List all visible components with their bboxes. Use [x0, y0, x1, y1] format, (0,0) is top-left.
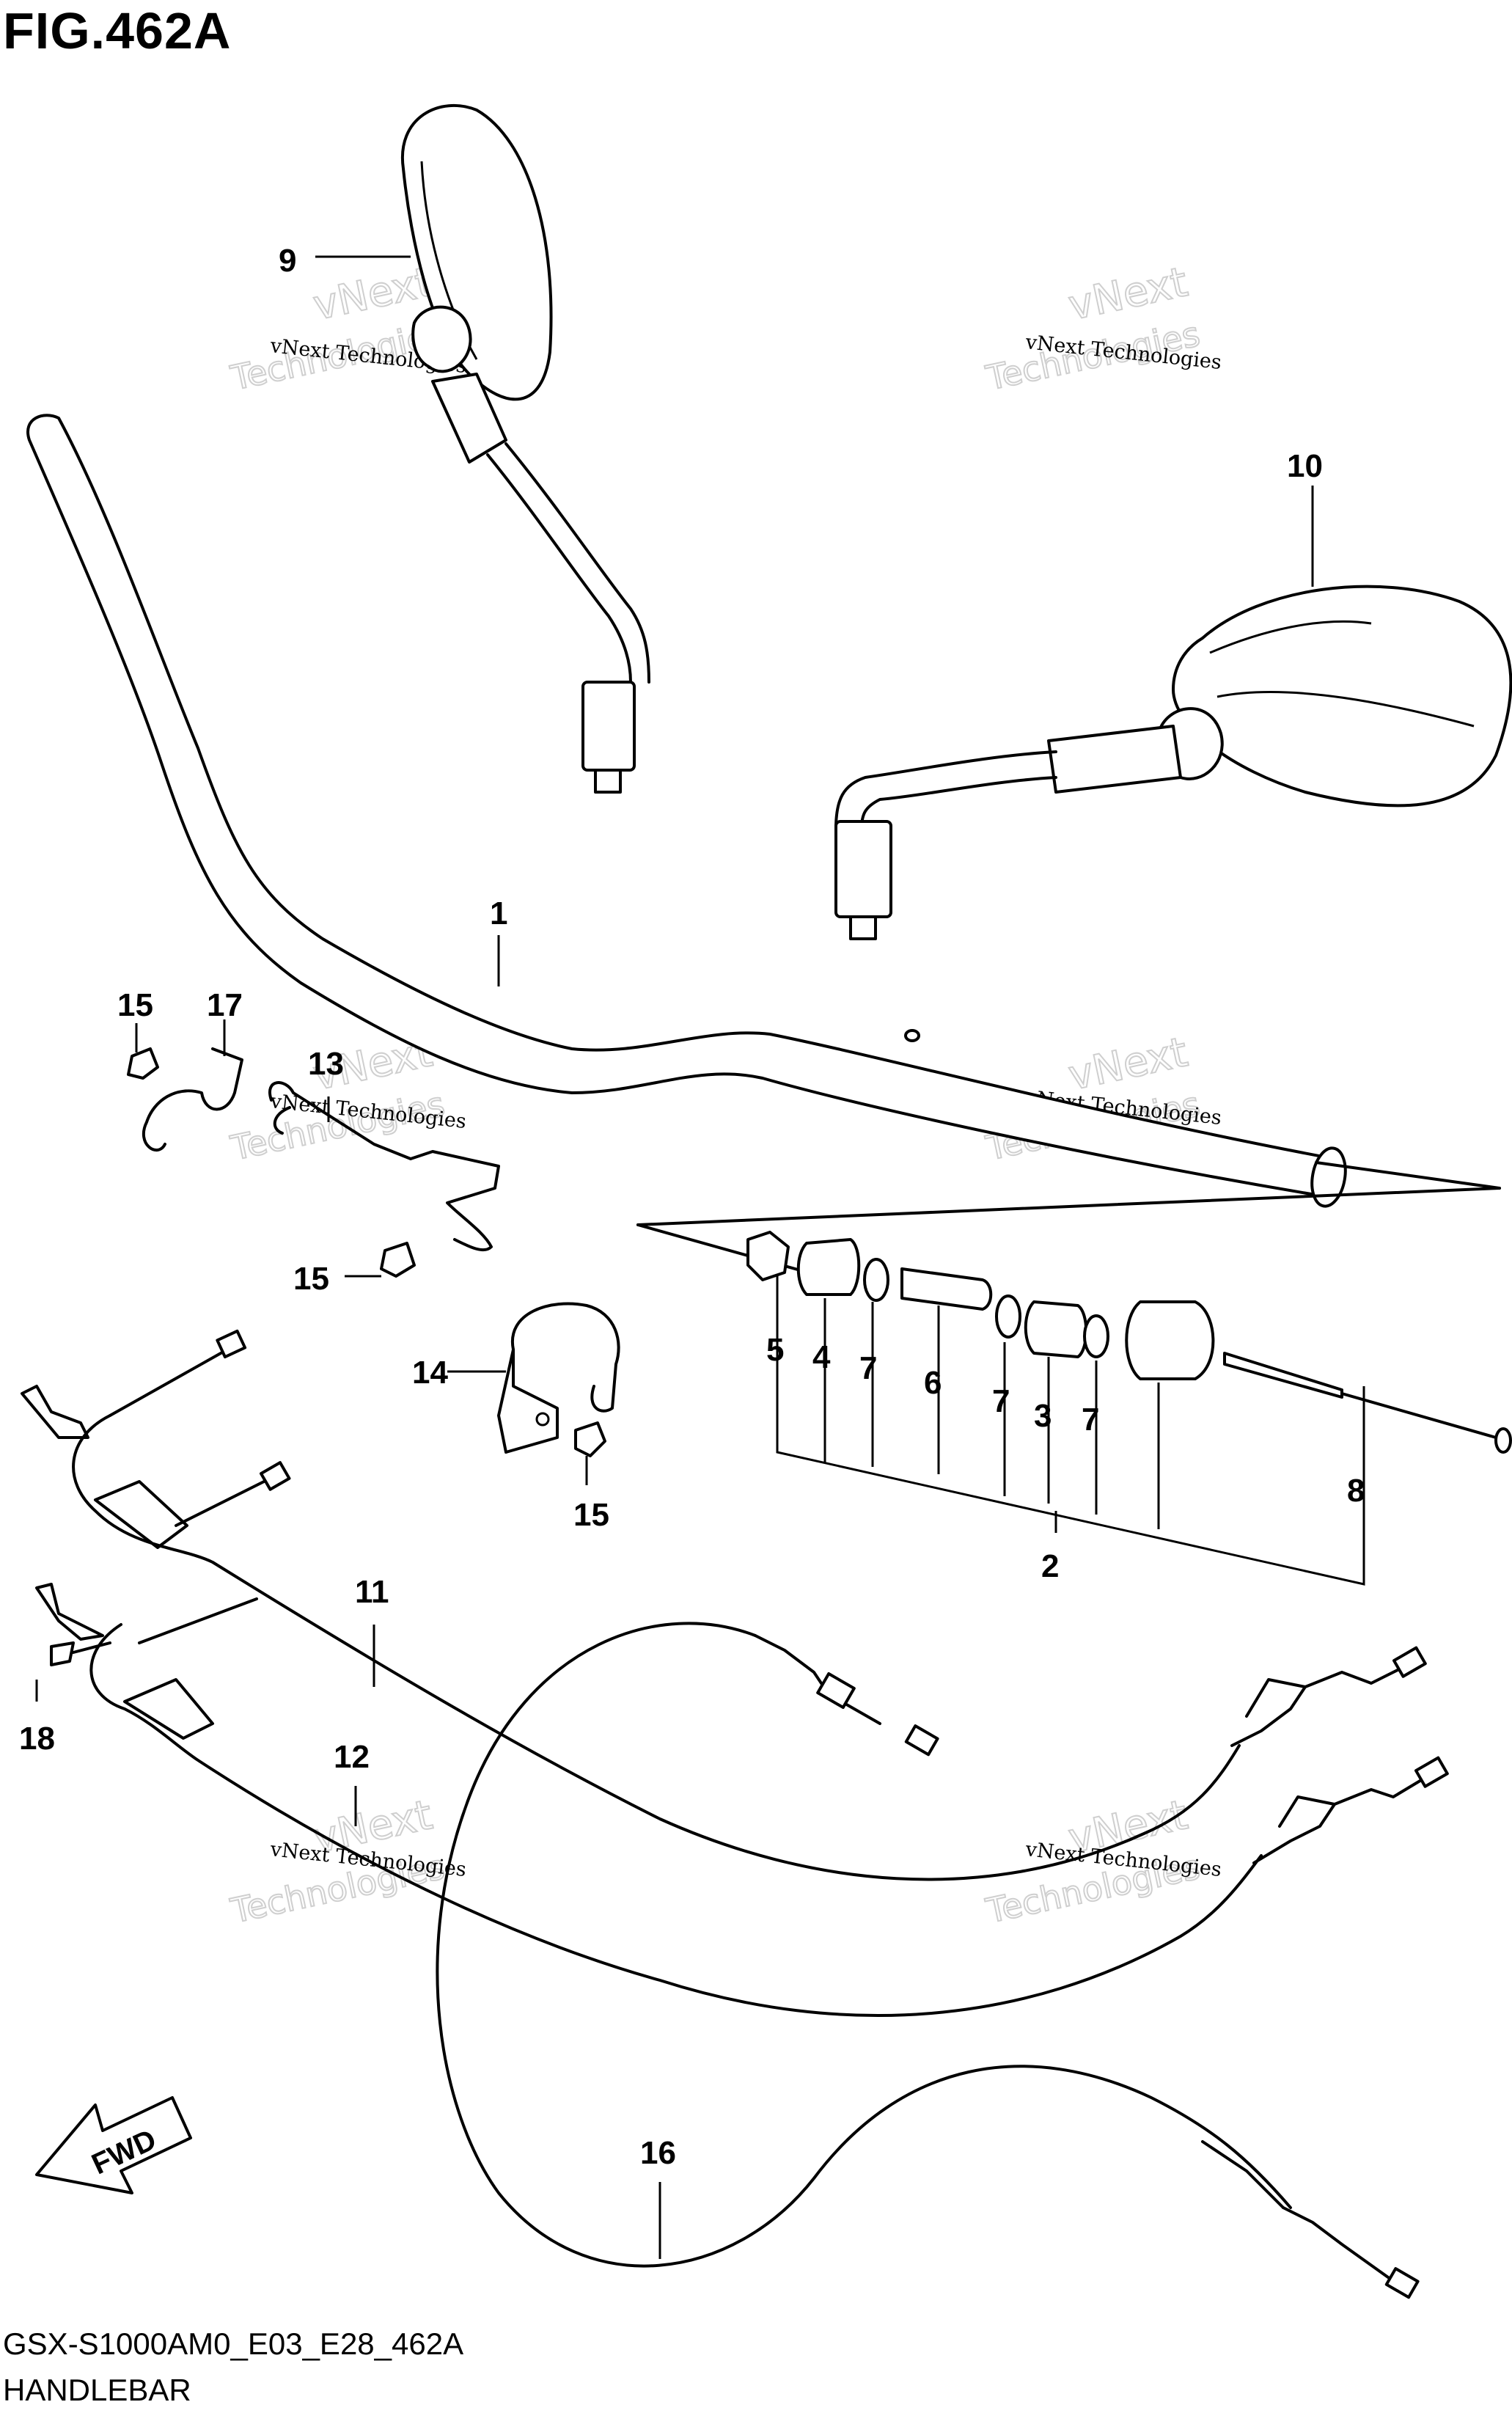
mirror-left-part	[400, 103, 650, 794]
figure-name: HANDLEBAR	[3, 2373, 191, 2407]
watermark-group: vNext Technologies vNext Technologies vN…	[227, 257, 1223, 1931]
callout-7c: 7	[1082, 1402, 1099, 1438]
callout-5: 5	[766, 1332, 784, 1368]
callout-1: 1	[490, 896, 507, 931]
leader-lines	[35, 255, 1314, 2259]
callout-11: 11	[355, 1574, 389, 1610]
mirror-right-part	[834, 585, 1512, 940]
figure-code: GSX-S1000AM0_E03_E28_462A	[3, 2326, 464, 2361]
callout-3: 3	[1034, 1398, 1052, 1434]
callouts: 9 10 1 15 17 13 15 14 15 5 4 7 6 7 3 7 8…	[19, 243, 1365, 2171]
callout-7a: 7	[859, 1350, 877, 1386]
callout-15-mid: 15	[293, 1261, 329, 1297]
figure-title: FIG.462A	[3, 2, 232, 59]
callout-10: 10	[1287, 448, 1323, 484]
fwd-badge: FWD	[35, 2096, 192, 2194]
cables	[21, 1329, 1449, 2299]
callout-6: 6	[924, 1365, 942, 1401]
callout-13: 13	[308, 1046, 344, 1082]
callout-15-top: 15	[117, 987, 153, 1023]
callout-16: 16	[640, 2135, 676, 2171]
callout-17: 17	[207, 987, 243, 1023]
clamps-and-bolts	[50, 1047, 620, 1666]
callout-14: 14	[412, 1355, 448, 1391]
callout-12: 12	[334, 1739, 370, 1775]
balancer-parts	[636, 1161, 1512, 1586]
callout-7b: 7	[992, 1383, 1010, 1419]
callout-4: 4	[812, 1339, 831, 1375]
callout-2: 2	[1041, 1548, 1059, 1584]
callout-8: 8	[1347, 1473, 1365, 1509]
watermark-2: vNext Technologies	[982, 257, 1204, 398]
handlebar-part	[26, 414, 1347, 1208]
callout-18: 18	[19, 1721, 55, 1757]
callout-9: 9	[279, 243, 296, 279]
callout-15-low: 15	[573, 1497, 609, 1533]
